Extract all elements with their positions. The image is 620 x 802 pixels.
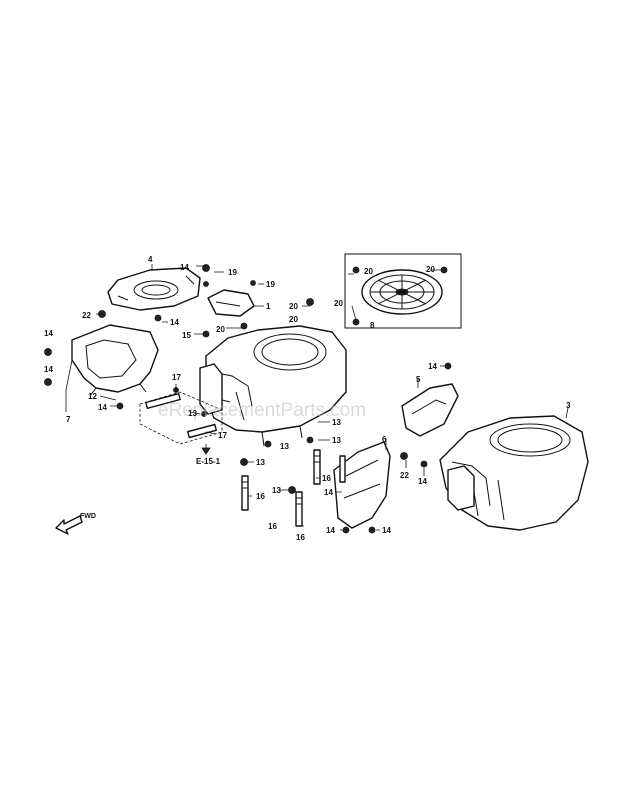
ref-arrow <box>201 447 211 455</box>
callout-17: 17 <box>172 373 181 382</box>
ref-e-15-1: E-15-1 <box>196 457 221 466</box>
callout-13: 13 <box>272 486 281 495</box>
callout-7: 7 <box>66 415 71 424</box>
callout-15: 15 <box>182 331 191 340</box>
callout-12: 12 <box>88 392 97 401</box>
callout-6: 6 <box>382 435 387 444</box>
callout-20: 20 <box>289 315 298 324</box>
callout-20: 20 <box>216 325 225 334</box>
callout-14: 14 <box>98 403 107 412</box>
callout-14: 14 <box>44 329 53 338</box>
callout-13: 13 <box>332 436 341 445</box>
forward-arrow: FWD <box>55 513 96 535</box>
part-5-side-plate[interactable] <box>401 383 459 437</box>
callout-19: 19 <box>266 280 275 289</box>
stud-bolts[interactable] <box>241 449 346 527</box>
callout-16: 16 <box>322 474 331 483</box>
callout-14: 14 <box>326 526 335 535</box>
callout-13: 13 <box>256 458 265 467</box>
watermark: eReplacementParts.com <box>158 400 366 421</box>
callout-13: 13 <box>188 409 197 418</box>
callout-20: 20 <box>426 265 435 274</box>
callout-14: 14 <box>180 263 189 272</box>
callout-22: 22 <box>82 311 91 320</box>
callout-14: 14 <box>382 526 391 535</box>
part-1-bracket[interactable] <box>207 289 255 317</box>
callout-14: 14 <box>418 477 427 486</box>
fasteners <box>44 264 452 534</box>
callout-22: 22 <box>400 471 409 480</box>
part-6-baffle[interactable] <box>333 438 391 529</box>
center-fan-cover[interactable] <box>199 325 347 447</box>
callout-16: 16 <box>268 522 277 531</box>
part-3-fan-shroud[interactable] <box>439 415 589 531</box>
callout-3: 3 <box>566 401 571 410</box>
callout-14: 14 <box>170 318 179 327</box>
callout-14: 14 <box>324 488 333 497</box>
callout-19: 19 <box>228 268 237 277</box>
callout-16: 16 <box>296 533 305 542</box>
callout-8: 8 <box>370 321 375 330</box>
callout-5: 5 <box>416 375 421 384</box>
forward-label: FWD <box>80 513 96 520</box>
callout-1: 1 <box>266 302 271 311</box>
guide-pin-group[interactable] <box>139 391 223 445</box>
callout-14: 14 <box>428 362 437 371</box>
callout-17: 17 <box>218 431 227 440</box>
part-4-upper-cover[interactable] <box>107 267 201 311</box>
callout-14: 14 <box>44 365 53 374</box>
callout-4: 4 <box>148 255 153 264</box>
callout-labels: 4 14 19 19 1 22 14 20 20 20 15 14 14 20 … <box>44 255 571 542</box>
callout-20: 20 <box>334 299 343 308</box>
callout-20: 20 <box>289 302 298 311</box>
callout-13: 13 <box>332 418 341 427</box>
callout-20: 20 <box>364 267 373 276</box>
callout-16: 16 <box>256 492 265 501</box>
callout-13: 13 <box>280 442 289 451</box>
part-8-rotating-screen[interactable] <box>344 253 462 329</box>
part-7-side-shroud[interactable] <box>65 324 159 412</box>
